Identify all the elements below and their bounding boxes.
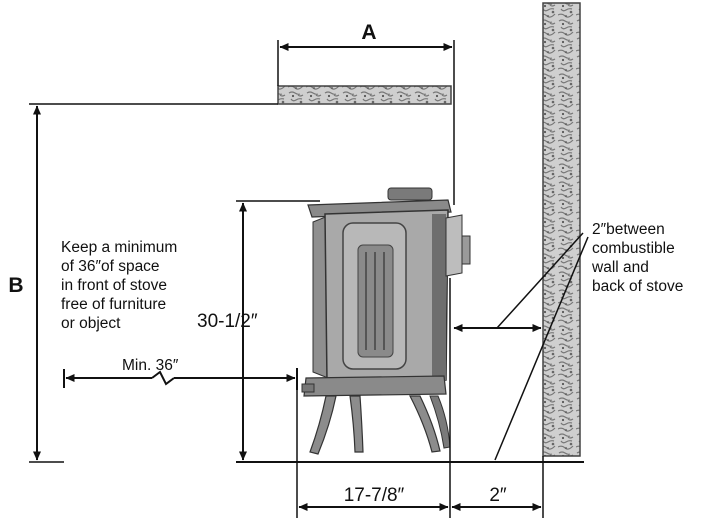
- stove-depth-dimension: [296, 278, 451, 518]
- back-clearance-label: 2″: [489, 485, 507, 506]
- back-clearance-dimension: [451, 456, 544, 518]
- dimension-a-label: A: [361, 21, 376, 44]
- back-note-line: combustible: [592, 240, 675, 257]
- front-clearance-note: Keep a minimum of 36″of space in front o…: [61, 239, 182, 332]
- stove-depth-label: 17-7/8″: [344, 485, 405, 506]
- front-note-line: in front of stove: [61, 277, 167, 294]
- front-note-line: or object: [61, 315, 121, 332]
- stove-illustration: [301, 187, 471, 455]
- back-clearance-leaders: [494, 232, 589, 461]
- stove-height-dimension: [236, 200, 320, 461]
- mantel-shelf: [277, 85, 452, 105]
- dimension-a: [277, 40, 455, 205]
- front-note-line: Keep a minimum: [61, 239, 177, 256]
- front-note-line: free of furniture: [61, 296, 166, 313]
- min-front-clearance-label: Min. 36″: [122, 357, 179, 374]
- back-clearance-note: 2″between combustible wall and back of s…: [591, 221, 683, 295]
- min-front-clearance-dimension: [63, 368, 298, 390]
- combustible-wall: [542, 2, 581, 457]
- back-note-line: back of stove: [592, 278, 683, 295]
- dimension-b: [29, 103, 278, 463]
- back-note-line: 2″between: [592, 221, 665, 238]
- dimension-b-label: B: [8, 274, 23, 297]
- back-note-line: wall and: [591, 259, 649, 276]
- front-note-line: of 36″of space: [61, 258, 160, 275]
- stove-height-label: 30-1/2″: [197, 311, 258, 332]
